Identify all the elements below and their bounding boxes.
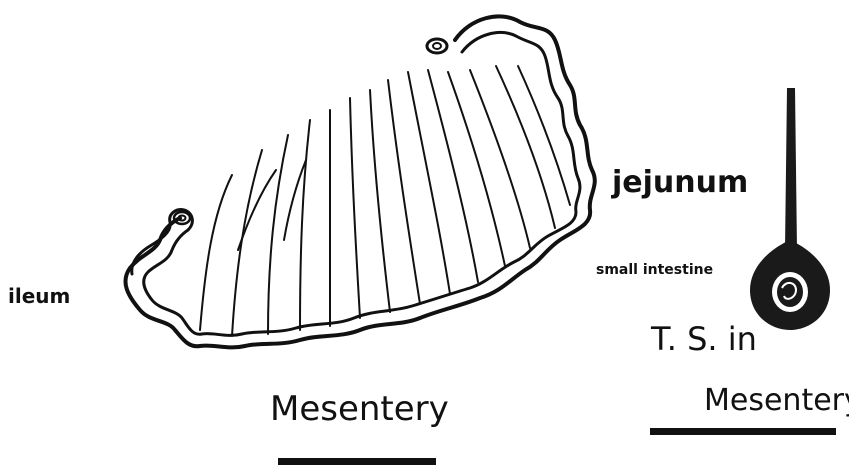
label-ts-in: T. S. in bbox=[650, 320, 757, 358]
label-ileum: ileum bbox=[8, 284, 70, 308]
mesentery-folds bbox=[200, 66, 570, 336]
label-jejunum: jejunum bbox=[611, 165, 748, 200]
label-mesentery-main: Mesentery bbox=[270, 389, 449, 429]
intestine-coil bbox=[125, 16, 594, 347]
mesentery-main-underline bbox=[278, 458, 436, 465]
mesentery-side-underline bbox=[650, 428, 836, 435]
label-small-intestine: small intestine bbox=[596, 262, 713, 278]
label-mesentery-side: Mesentery bbox=[704, 383, 849, 418]
transverse-section-figure bbox=[750, 88, 830, 330]
